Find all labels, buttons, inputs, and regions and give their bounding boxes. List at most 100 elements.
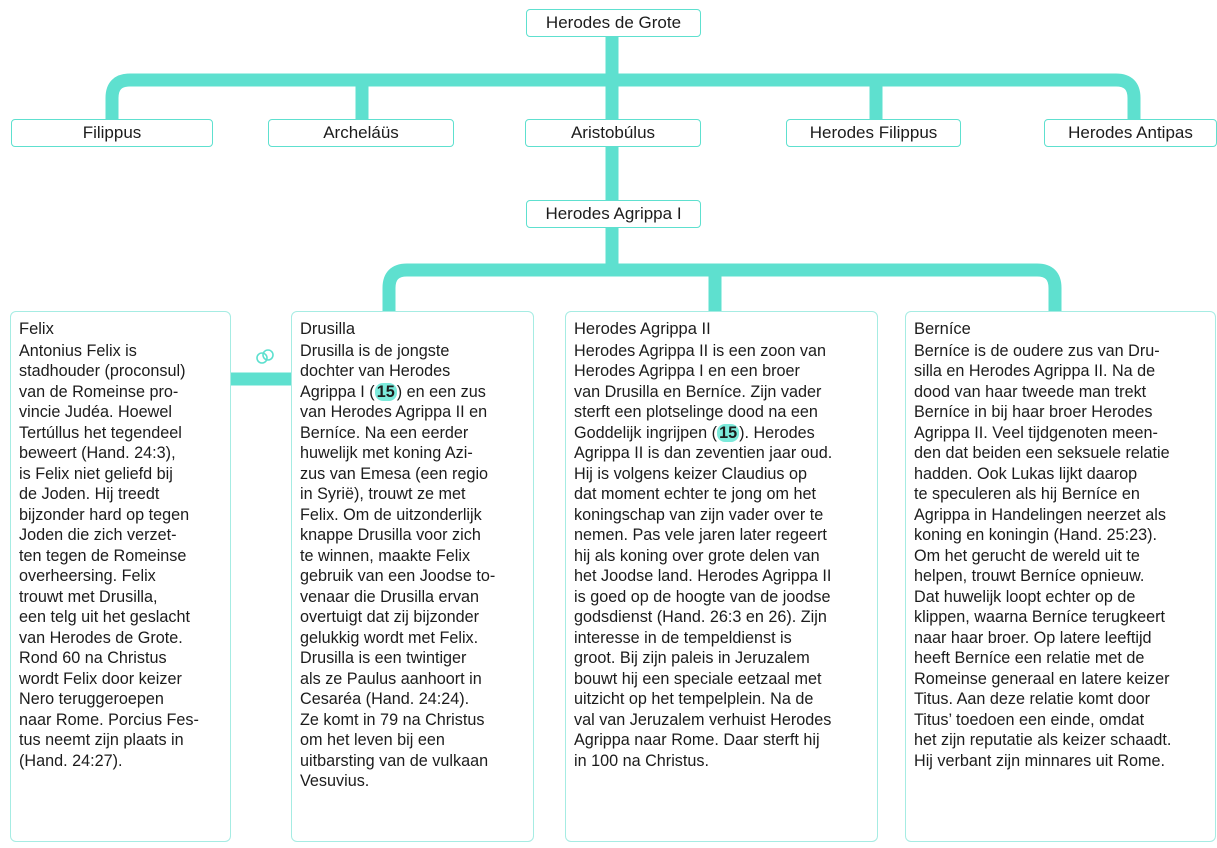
reference-badge: 15 [374, 382, 397, 401]
card-text-line: overheersing. Felix [19, 566, 222, 587]
card-text-line: als ze Paulus aanhoort in [300, 669, 525, 690]
card-text-line: Drusilla is de jongste [300, 341, 525, 362]
card-text-fragment: Agrippa naar Rome. Daar sterft hij [574, 731, 820, 749]
card-text-fragment: Hij verbant zijn minnares uit Rome. [914, 751, 1166, 770]
card-text-line: Antonius Felix is [19, 341, 222, 362]
card-text-fragment: bijzonder hard op tegen [19, 505, 190, 524]
card-text-line: Rond 60 na Christus [19, 648, 222, 669]
card-text-line: den dat beiden een seksuele relatie [914, 443, 1207, 464]
card-text-fragment: in Syrië), trouwt ze met [300, 485, 466, 503]
card-text-fragment: Cesaréa (Hand. 24:24). [300, 690, 470, 708]
card-text-fragment: van de Romeinse pro- [19, 382, 179, 401]
card-text-line: knappe Drusilla voor zich [300, 525, 525, 546]
card-text-fragment: Drusilla is de jongste [300, 341, 450, 360]
card-text-fragment: huwelijk met koning Azi- [300, 444, 473, 462]
card-text-fragment: van Herodes de Grote. [19, 628, 183, 647]
node-herodes-filippus: Herodes Filippus [786, 119, 961, 147]
card-text-line: van Herodes de Grote. [19, 628, 222, 649]
card-text-fragment: de Joden. Hij treedt [19, 485, 160, 503]
card-text-line: Agrippa II. Veel tijdgenoten meen- [914, 423, 1207, 444]
card-text-line: naar Rome. Porcius Fes- [19, 710, 222, 731]
card-text-line: beweert (Hand. 24:3), [19, 443, 222, 464]
card-text-fragment: het zijn reputatie als keizer schaadt. [914, 731, 1172, 749]
card-text-fragment: Agrippa II is dan zeventien jaar oud. [574, 444, 833, 462]
card-text-fragment: ten tegen de Romeinse [19, 546, 187, 565]
card-text-line: uitbarsting van de vulkaan [300, 751, 525, 772]
card-text-fragment: Agrippa I ( [300, 382, 375, 401]
card-text-line: Romeinse generaal en latere keizer [914, 669, 1207, 690]
card-text-fragment: Om het gerucht de wereld uit te [914, 546, 1140, 565]
card-text-fragment: gebruik van een Joodse to- [300, 567, 496, 585]
card-text-fragment: helpen, trouwt Berníce opnieuw. [914, 567, 1145, 585]
card-text-line: sterft een plotselinge dood na een [574, 402, 869, 423]
card-text-line: Joden die zich verzet- [19, 525, 222, 546]
card-herodes-agrippa-ii: Herodes Agrippa II Herodes Agrippa II is … [565, 311, 878, 842]
card-text-line: hadden. Ook Lukas lijkt daarop [914, 464, 1207, 485]
card-text-line: is goed op de hoogte van de joodse [574, 587, 869, 608]
card-text-line: koningschap van zijn vader over te [574, 505, 869, 526]
node-filippus: Filippus [11, 119, 213, 147]
card-text-line: het zijn reputatie als keizer schaadt. [914, 730, 1207, 751]
card-title: Berníce [914, 320, 971, 338]
card-text-fragment: Herodes Agrippa I en een broer [574, 362, 800, 380]
card-text-fragment: Rond 60 na Christus [19, 649, 167, 667]
card-text-fragment: trouwt met Drusilla, [19, 587, 158, 606]
node-herodes-de-grote: Herodes de Grote [526, 9, 701, 37]
card-text-line: silla en Herodes Agrippa II. Na de [914, 361, 1207, 382]
card-text-line: bouwt hij een speciale eetzaal met [574, 669, 869, 690]
card-text-fragment: zus van Emesa (een regio [300, 464, 489, 483]
card-text-line: Cesaréa (Hand. 24:24). [300, 689, 525, 710]
card-text-line: overtuigt dat zij bijzonder [300, 607, 525, 628]
card-text-line: Felix. Om de uitzonderlijk [300, 505, 525, 526]
card-text-line: wordt Felix door keizer [19, 669, 222, 690]
card-text-line: een telg uit het geslacht [19, 607, 222, 628]
card-text-fragment: van Drusilla en Berníce. Zijn vader [574, 382, 822, 401]
card-text-fragment: is goed op de hoogte van de joodse [574, 587, 831, 606]
card-text-line: (Hand. 24:27). [19, 751, 222, 772]
card-text-line: zus van Emesa (een regio [300, 464, 525, 485]
card-text-line: Agrippa naar Rome. Daar sterft hij [574, 730, 869, 751]
card-text-fragment: hadden. Ook Lukas lijkt daarop [914, 464, 1138, 483]
card-text-fragment: interesse in de tempeldienst is [574, 628, 792, 647]
card-text-line: klippen, waarna Berníce terugkeert [914, 607, 1207, 628]
card-text-line: Agrippa in Handelingen neerzet als [914, 505, 1207, 526]
card-text-fragment: beweert (Hand. 24:3), [19, 444, 176, 462]
card-text-fragment: wordt Felix door keizer [19, 669, 182, 688]
card-text-line: helpen, trouwt Berníce opnieuw. [914, 566, 1207, 587]
card-text-fragment: Vesuvius. [300, 772, 370, 790]
card-text-fragment: Titus. Aan deze relatie komt door [914, 690, 1151, 708]
card-title: Herodes Agrippa II [574, 320, 711, 338]
card-text-fragment: Ze komt in 79 na Christus [300, 710, 485, 729]
card-text-fragment: Hij is volgens keizer Claudius op [574, 464, 808, 483]
card-text-line: Nero teruggeroepen [19, 689, 222, 710]
card-text-fragment: stadhouder (proconsul) [19, 362, 186, 380]
card-text-fragment: klippen, waarna Berníce terugkeert [914, 608, 1166, 626]
card-text-line: Berníce in bij haar broer Herodes [914, 402, 1207, 423]
card-text-line: Agrippa II is dan zeventien jaar oud. [574, 443, 869, 464]
card-text-line: stadhouder (proconsul) [19, 361, 222, 382]
card-text-line: Hij is volgens keizer Claudius op [574, 464, 869, 485]
card-text-line: uitzicht op het tempelplein. Na de [574, 689, 869, 710]
connector-children-bar [105, 73, 1141, 120]
node-herodes-agrippa-i: Herodes Agrippa I [526, 200, 701, 228]
card-text-fragment: koning en koningin (Hand. 25:23). [914, 526, 1157, 544]
card-text-fragment: als ze Paulus aanhoort in [300, 669, 482, 688]
card-text-line: Titus. Aan deze relatie komt door [914, 689, 1207, 710]
card-text-fragment: knappe Drusilla voor zich [300, 526, 481, 544]
card-text-line: koning en koningin (Hand. 25:23). [914, 525, 1207, 546]
card-text-line: huwelijk met koning Azi- [300, 443, 525, 464]
card-text-fragment: dood van haar tweede man trekt [914, 382, 1147, 401]
card-text-fragment: nemen. Pas vele jaren later regeert [574, 526, 827, 544]
card-text-line: godsdienst (Hand. 26:3 en 26). Zijn [574, 607, 869, 628]
card-text-line: in 100 na Christus. [574, 751, 869, 772]
card-text-line: om het leven bij een [300, 730, 525, 751]
card-text-line: Berníce. Na een eerder [300, 423, 525, 444]
card-text-line: Titus’ toedoen een einde, omdat [914, 710, 1207, 731]
card-text-fragment: is Felix niet geliefd bij [19, 464, 173, 483]
card-text-line: gelukkig wordt met Felix. [300, 628, 525, 649]
card-text-line: heeft Berníce een relatie met de [914, 648, 1207, 669]
card-text-fragment: het Joodse land. Herodes Agrippa II [574, 567, 832, 585]
card-text-fragment: Herodes Agrippa II is een zoon van [574, 341, 826, 360]
card-text-fragment: Romeinse generaal en latere keizer [914, 669, 1170, 688]
